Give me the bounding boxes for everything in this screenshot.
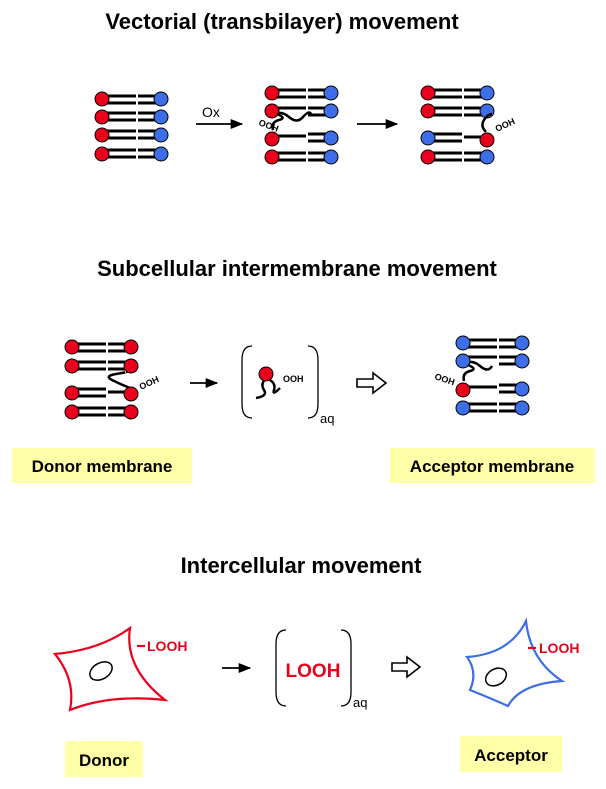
donor-bilayer: OOH — [64, 339, 161, 420]
lipid-row — [94, 91, 169, 107]
aqueous-subscript: aq — [320, 411, 334, 426]
lipid-row — [94, 127, 169, 143]
lipid-row — [420, 85, 495, 101]
lipid-row — [64, 358, 139, 374]
donor-membrane-label-box: Donor membrane — [12, 448, 192, 483]
lipid-row — [264, 149, 339, 165]
lipid-row — [94, 146, 169, 162]
hydroperoxide-label: OOH — [138, 374, 161, 392]
bilayer-oxidized: OOH — [257, 85, 339, 165]
donor-looh-label: LOOH — [147, 638, 187, 654]
hydroperoxide-label: OOH — [494, 116, 517, 134]
donor-cell: LOOH — [52, 625, 187, 712]
acceptor-bilayer: OOH — [433, 335, 530, 416]
oxidized-lipid: OOH — [64, 370, 161, 402]
intercellular-title: Intercellular movement — [181, 553, 423, 578]
hydroperoxide-label: OOH — [433, 371, 456, 387]
lipid-row — [420, 103, 495, 119]
nucleus — [484, 667, 508, 687]
lipid-row — [264, 103, 339, 122]
lipid-row — [455, 335, 530, 351]
aqueous-phase-bracket: OOH aq — [241, 345, 334, 426]
lipid-row — [455, 353, 530, 371]
lipid-row — [94, 109, 169, 125]
nucleus — [89, 661, 113, 681]
aqueous-phase-bracket: LOOH aq — [275, 629, 367, 710]
oxidized-lipid: OOH — [257, 112, 339, 147]
donor-label-box: Donor — [65, 741, 143, 777]
acceptor-looh-label: LOOH — [539, 640, 579, 656]
lipid-row — [455, 400, 530, 416]
acceptor-membrane-label-box: Acceptor membrane — [390, 448, 595, 483]
aqueous-subscript: aq — [353, 695, 367, 710]
bilayer-flipped: OOH — [420, 85, 517, 165]
subcellular-title: Subcellular intermembrane movement — [97, 256, 497, 281]
transfer-arrow — [356, 371, 388, 395]
hydroperoxide-label: OOH — [283, 374, 304, 384]
donor-label: Donor — [79, 751, 129, 770]
bilayer-intact — [94, 91, 169, 162]
oxidized-lipid: OOH — [420, 112, 517, 148]
acceptor-label: Acceptor — [474, 746, 548, 765]
lipid-row — [264, 85, 339, 101]
lipid-row — [420, 149, 495, 165]
lipid-row — [64, 339, 139, 355]
transfer-arrow — [391, 655, 422, 679]
acceptor-cell: LOOH — [464, 617, 579, 708]
donor-membrane-label: Donor membrane — [32, 457, 173, 476]
acceptor-label-box: Acceptor — [460, 736, 562, 772]
oxidation-label: Ox — [202, 104, 220, 120]
oxidized-lipid: OOH — [433, 363, 530, 398]
aqueous-looh-label: LOOH — [286, 661, 341, 682]
vectorial-title: Vectorial (transbilayer) movement — [105, 9, 459, 34]
acceptor-membrane-label: Acceptor membrane — [410, 457, 574, 476]
lipid-row — [64, 404, 139, 420]
